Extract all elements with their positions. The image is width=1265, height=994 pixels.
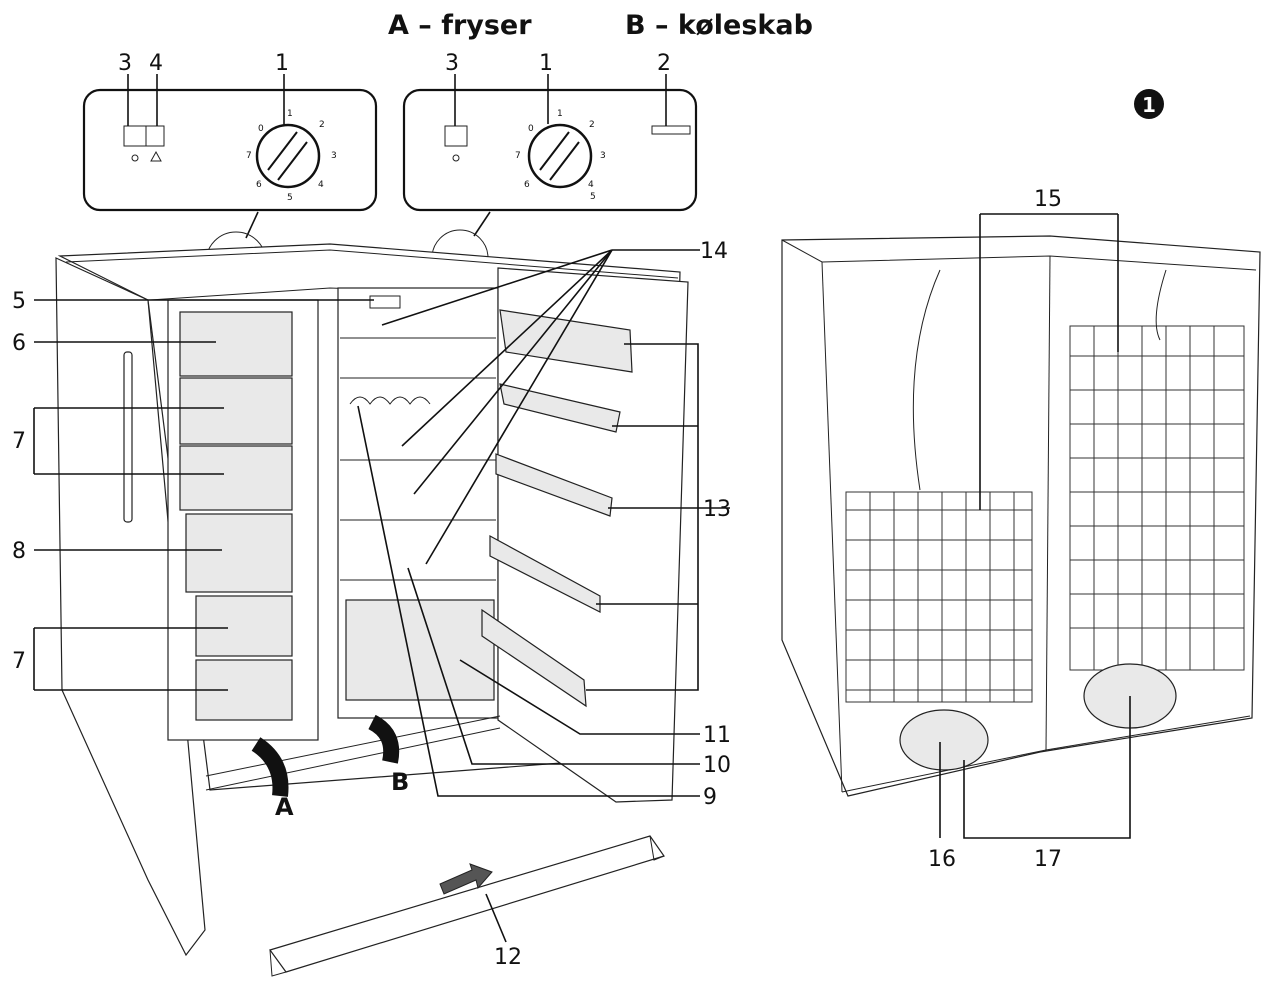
label-freezer-switch: 3 [118,51,132,76]
power-icon-fridge [452,154,460,162]
figure-marker: 1 [1134,89,1164,119]
freezer-alarm-switch[interactable] [145,125,165,147]
plinth-panel [269,835,665,977]
label-fridge-dial: 1 [539,51,553,76]
bottle-rack [349,396,431,405]
freezer-thermostat-dial[interactable] [255,123,321,189]
title-freezer: A – fryser [388,10,532,41]
fridge-indicator-light [651,125,691,135]
door-shelf [499,309,633,373]
dial-a-num-5: 5 [287,193,293,203]
rear-cabinet [781,235,1261,797]
callout-11: 11 [703,723,731,748]
callout-7-lower: 7 [12,649,26,674]
arrow-a-icon [251,737,289,797]
label-fridge-switch: 3 [445,51,459,76]
vegetable-drawer [345,599,495,701]
callout-10: 10 [703,753,731,778]
callout-17: 17 [1034,847,1062,872]
front-cabinet: A B [55,243,689,957]
callout-9: 9 [703,785,717,810]
callout-7-upper: 7 [12,429,26,454]
dial-b-num-4: 4 [588,180,594,190]
callout-14: 14 [700,239,728,264]
fridge-interior-light [369,295,401,309]
dial-a-num-4: 4 [318,180,324,190]
control-panel-freezer: 0 1 2 3 4 5 6 7 3 4 1 [82,51,378,212]
dial-b-num-3: 3 [600,151,606,161]
fridge-thermostat-dial[interactable] [527,123,593,189]
warning-icon [150,150,162,162]
callout-13: 13 [703,497,731,522]
label-fridge-indicator: 2 [657,51,671,76]
dial-a-num-1: 1 [287,109,293,119]
dial-a-num-2: 2 [319,120,325,130]
freezer-door-handle[interactable] [123,351,133,523]
dial-a-num-7: 7 [246,151,252,161]
door-letter-a: A [275,793,294,821]
dial-a-num-0: 0 [258,124,264,134]
callout-6: 6 [12,331,26,356]
door-letter-b: B [391,768,409,796]
callout-5: 5 [12,289,26,314]
arrow-b-icon [367,714,400,764]
fridge-power-switch[interactable] [444,125,468,147]
dial-b-num-7: 7 [515,151,521,161]
dial-b-num-2: 2 [589,120,595,130]
dial-b-num-5: 5 [590,192,596,202]
freezer-compressor [899,709,989,771]
callout-15: 15 [1034,187,1062,212]
dial-a-num-6: 6 [256,180,262,190]
callout-16: 16 [928,847,956,872]
label-freezer-alarm: 4 [149,51,163,76]
figure-marker-number: 1 [1142,93,1156,117]
dial-a-num-3: 3 [331,151,337,161]
label-freezer-dial: 1 [275,51,289,76]
dial-b-num-6: 6 [524,180,530,190]
callout-12: 12 [494,945,522,970]
title-fridge: B – køleskab [625,10,813,41]
control-panel-fridge: 0 1 2 3 4 5 6 7 3 1 2 [402,51,698,212]
dial-b-num-0: 0 [528,124,534,134]
callout-8: 8 [12,539,26,564]
dial-b-num-1: 1 [557,109,563,119]
push-arrow-icon [439,863,493,895]
power-icon [131,154,139,162]
freezer-condenser-coil [845,491,1033,703]
